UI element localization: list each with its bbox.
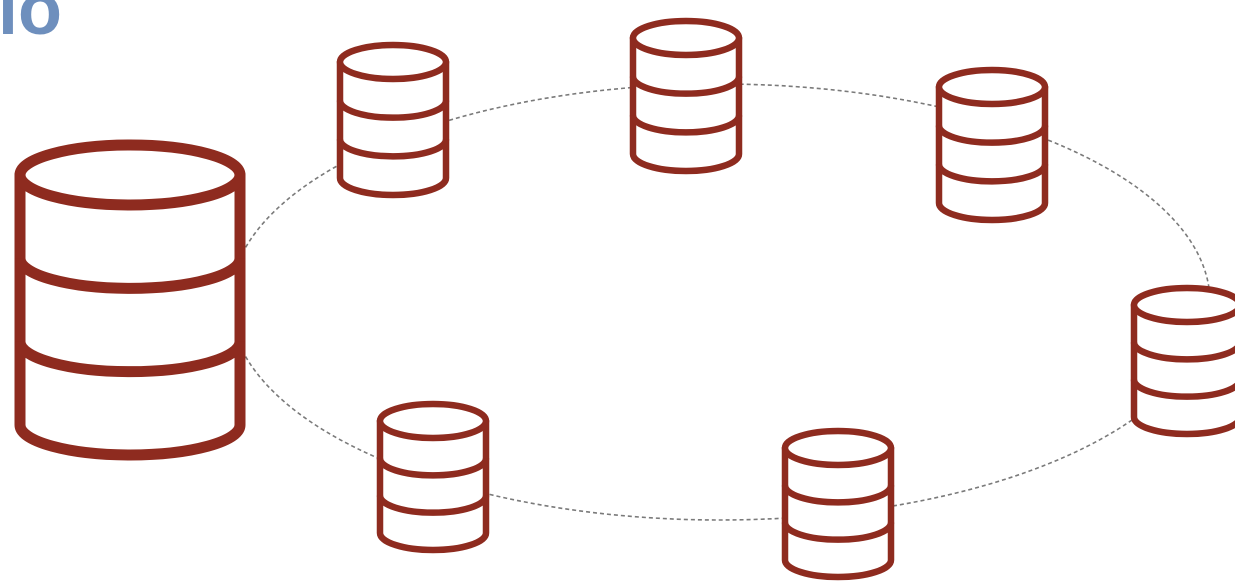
ring-database-icon-3 xyxy=(935,66,1049,224)
ring-database-icon-1 xyxy=(336,41,450,199)
ring-database-icon-4 xyxy=(1130,284,1235,438)
database-icons xyxy=(14,17,1235,581)
ring-database-icon-2 xyxy=(629,17,743,175)
ring-database-icon-6 xyxy=(781,427,895,581)
central-database-icon xyxy=(14,139,246,461)
ring-database-icon-5 xyxy=(376,400,490,554)
slide-title: io xyxy=(0,0,62,50)
